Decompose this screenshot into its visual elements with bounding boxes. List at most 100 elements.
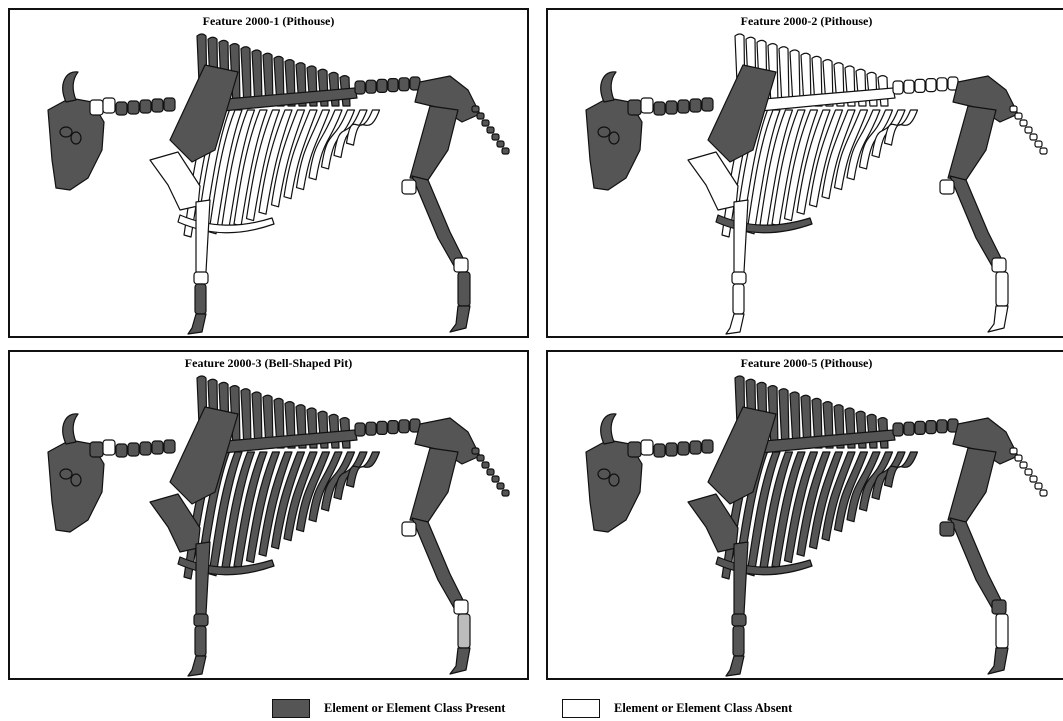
lumbar-vertebra xyxy=(893,81,903,94)
lumbar-vertebra xyxy=(926,421,936,434)
hind-metapodial xyxy=(996,614,1008,648)
lumbar-vertebra xyxy=(937,78,947,91)
caudal-vertebra xyxy=(497,141,504,147)
cervical-vertebra xyxy=(666,443,677,456)
caudal-vertebra xyxy=(1025,127,1032,133)
skeleton-panel-4: Feature 2000-5 (Pithouse) xyxy=(546,350,1063,680)
cervical-vertebra xyxy=(654,444,665,457)
caudal-vertebra xyxy=(1040,490,1047,496)
carpals xyxy=(194,614,208,626)
cervical-vertebra xyxy=(116,102,127,115)
cervical-vertebra xyxy=(152,99,163,112)
hind-phalanges xyxy=(988,306,1008,332)
hind-metapodial xyxy=(458,614,470,648)
femur xyxy=(948,106,996,180)
fore-phalanges xyxy=(726,314,744,334)
lumbar-vertebra xyxy=(377,421,387,434)
caudal-vertebra xyxy=(1030,476,1037,482)
lumbar-vertebra xyxy=(915,421,925,434)
skull-orbit xyxy=(609,474,619,486)
caudal-vertebra xyxy=(492,134,499,140)
caudal-vertebra xyxy=(502,148,509,154)
cervical-vertebra xyxy=(140,100,151,113)
atlas-vertebra xyxy=(90,100,103,115)
cervical-vertebra xyxy=(152,441,163,454)
tibia xyxy=(412,518,464,608)
caudal-vertebra xyxy=(1035,141,1042,147)
lumbar-vertebra xyxy=(399,78,409,91)
axis-vertebra xyxy=(641,440,653,455)
cervical-vertebra xyxy=(678,100,689,113)
skull-orbit xyxy=(598,127,610,137)
lumbar-vertebra xyxy=(893,423,903,436)
caudal-vertebra xyxy=(1025,469,1032,475)
caudal-vertebra xyxy=(502,490,509,496)
skeleton-panel-3: Feature 2000-3 (Bell-Shaped Pit) xyxy=(8,350,529,680)
cervical-vertebra xyxy=(654,102,665,115)
calcaneus xyxy=(454,600,468,614)
caudal-vertebra xyxy=(1010,448,1017,454)
hind-phalanges xyxy=(450,306,470,332)
hind-metapodial xyxy=(996,272,1008,306)
cervical-vertebra xyxy=(164,98,175,111)
cervical-vertebra xyxy=(116,444,127,457)
lumbar-vertebra xyxy=(904,422,914,435)
lumbar-vertebra xyxy=(388,79,398,92)
carpals xyxy=(732,272,746,284)
skeleton-panel-1: Feature 2000-1 (Pithouse) xyxy=(8,8,529,338)
lumbar-vertebra xyxy=(355,81,365,94)
caudal-vertebra xyxy=(492,476,499,482)
axis-vertebra xyxy=(641,98,653,113)
fore-metapodial xyxy=(733,284,744,314)
caudal-vertebra xyxy=(487,127,494,133)
lumbar-vertebra xyxy=(377,79,387,92)
caudal-vertebra xyxy=(477,113,484,119)
caudal-vertebra xyxy=(1035,483,1042,489)
calcaneus xyxy=(992,258,1006,272)
femur xyxy=(410,448,458,522)
horn-core xyxy=(63,414,78,444)
cervical-vertebra xyxy=(140,442,151,455)
femur xyxy=(410,106,458,180)
absent-swatch xyxy=(562,699,600,718)
caudal-vertebra xyxy=(1015,113,1022,119)
cervical-vertebra xyxy=(128,101,139,114)
tibia xyxy=(412,176,464,266)
atlas-vertebra xyxy=(628,442,641,457)
horn-core xyxy=(601,72,616,102)
radius-ulna xyxy=(196,200,210,274)
radius-ulna xyxy=(196,542,210,616)
legend-absent-label: Element or Element Class Absent xyxy=(614,701,792,716)
legend-present: Element or Element Class Present xyxy=(272,697,505,719)
caudal-vertebra xyxy=(497,483,504,489)
present-swatch xyxy=(272,699,310,718)
skull-orbit xyxy=(60,127,72,137)
caudal-vertebra xyxy=(472,448,479,454)
caudal-vertebra xyxy=(1010,106,1017,112)
caudal-vertebra xyxy=(1020,462,1027,468)
caudal-vertebra xyxy=(482,120,489,126)
hind-phalanges xyxy=(450,648,470,674)
tarsals xyxy=(940,180,954,194)
lumbar-vertebra xyxy=(388,421,398,434)
lumbar-vertebra xyxy=(355,423,365,436)
cervical-vertebra xyxy=(128,443,139,456)
fore-metapodial xyxy=(195,626,206,656)
bison-skeleton-diagram xyxy=(10,352,527,678)
caudal-vertebra xyxy=(482,462,489,468)
legend-present-label: Element or Element Class Present xyxy=(324,701,505,716)
lumbar-vertebra xyxy=(937,420,947,433)
fore-phalanges xyxy=(188,656,206,676)
caudal-vertebra xyxy=(1020,120,1027,126)
cervical-vertebra xyxy=(690,99,701,112)
radius-ulna xyxy=(734,542,748,616)
skull-orbit xyxy=(609,132,619,144)
caudal-vertebra xyxy=(1015,455,1022,461)
axis-vertebra xyxy=(103,98,115,113)
radius-ulna xyxy=(734,200,748,274)
hind-phalanges xyxy=(988,648,1008,674)
calcaneus xyxy=(992,600,1006,614)
caudal-vertebra xyxy=(477,455,484,461)
tarsals xyxy=(402,180,416,194)
fore-phalanges xyxy=(188,314,206,334)
